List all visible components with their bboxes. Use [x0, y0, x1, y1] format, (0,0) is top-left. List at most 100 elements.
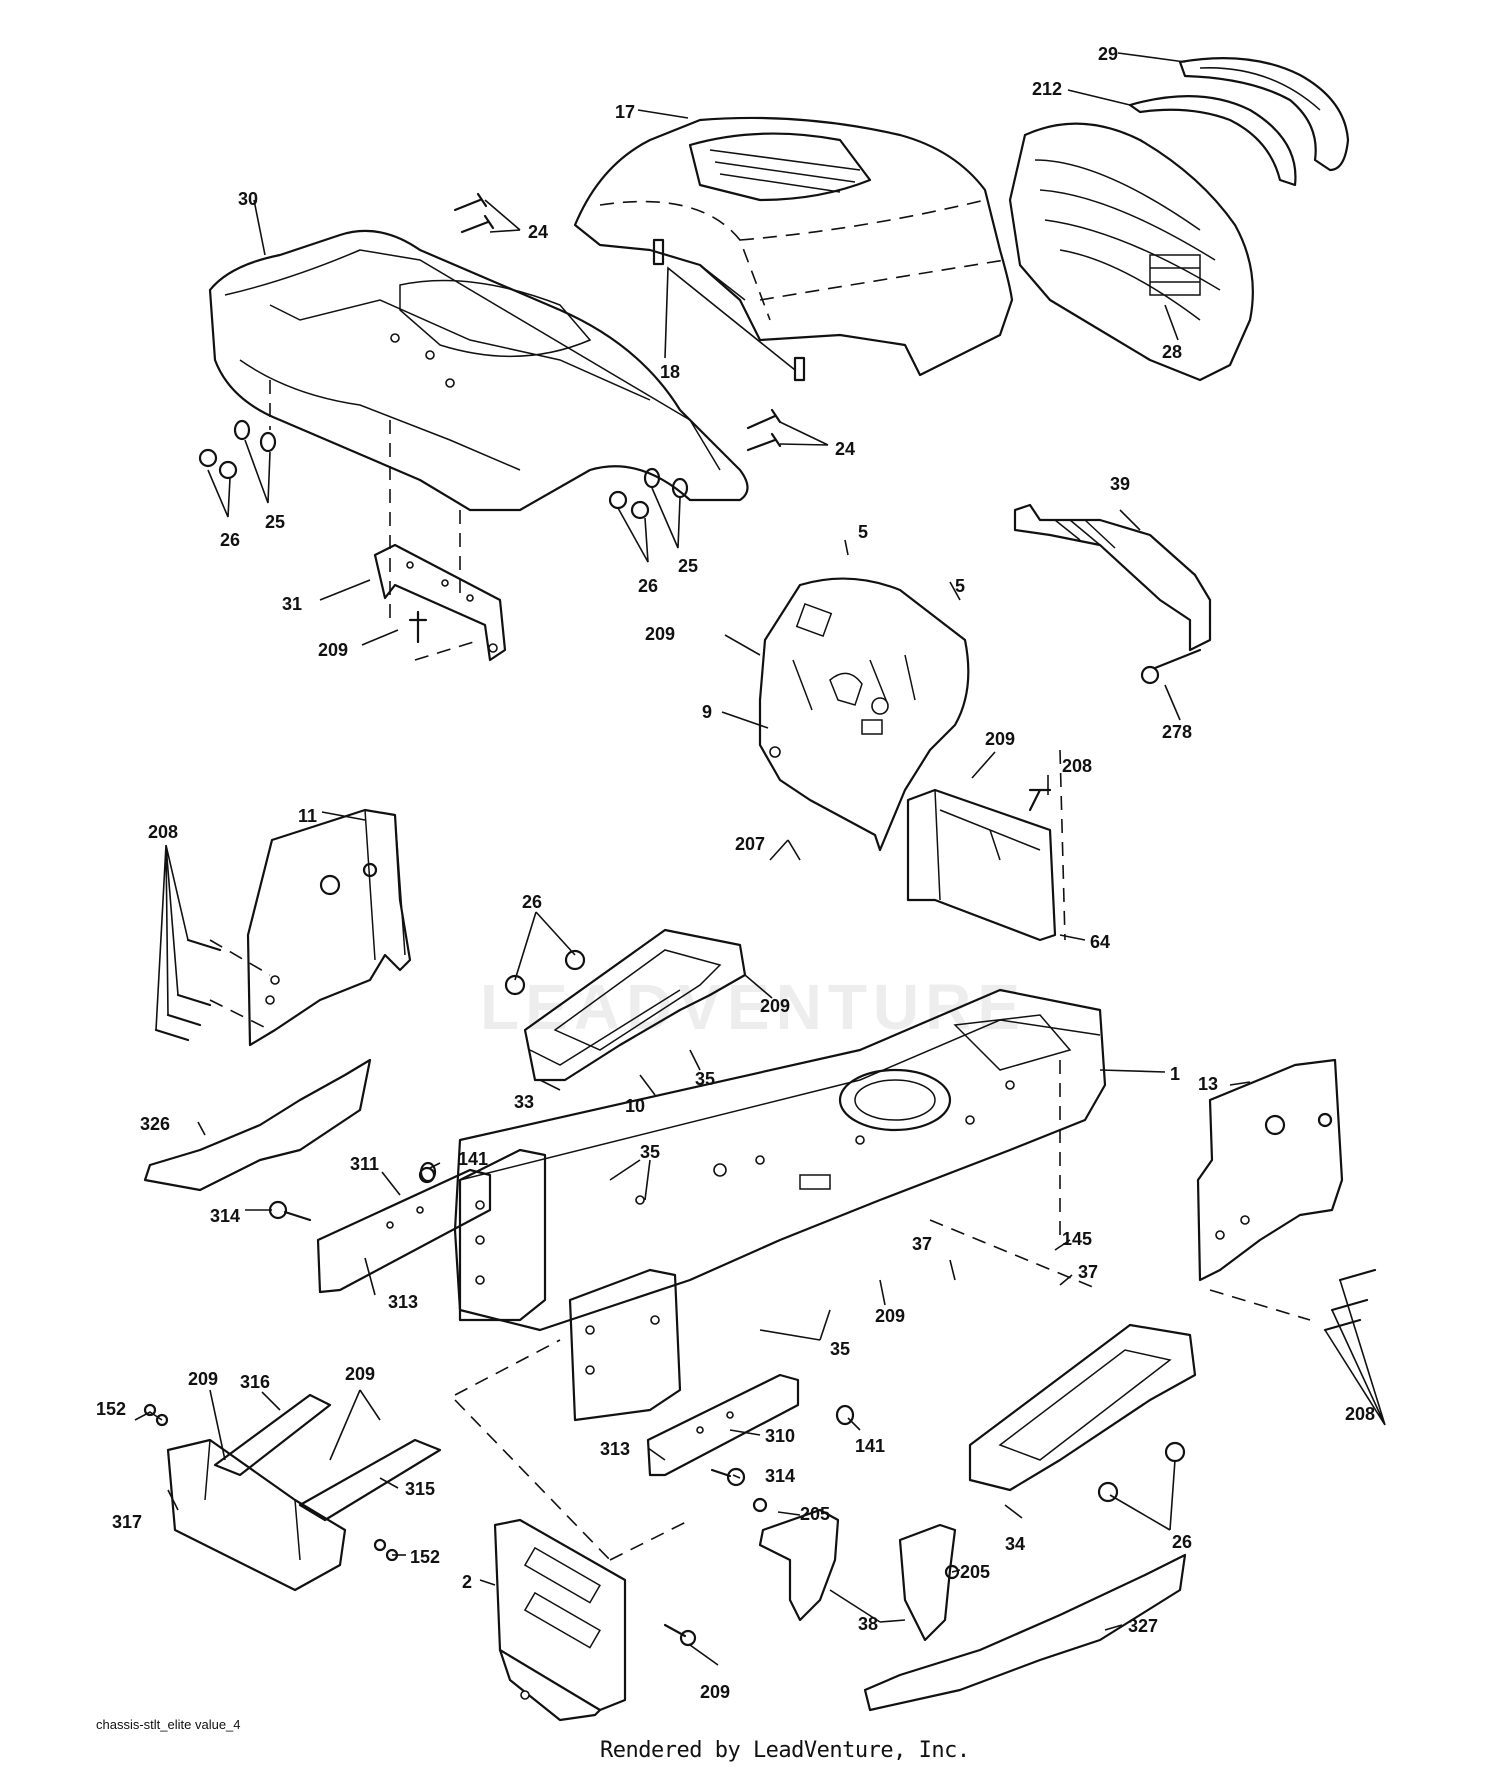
hardware-bolts-208-left[interactable] — [154, 938, 222, 1042]
part-spacer-327[interactable] — [863, 1553, 1187, 1712]
hardware-nuts-washers-26-25-left[interactable] — [198, 419, 277, 480]
hardware-washer-141-lower[interactable] — [835, 1404, 855, 1426]
callout-28: 28 — [1162, 342, 1182, 362]
callout-208-right: 208 — [1345, 1404, 1375, 1424]
callout-314-lower: 314 — [765, 1466, 795, 1486]
callout-152-upper: 152 — [96, 1399, 126, 1419]
callout-209-hitch: 209 — [700, 1682, 730, 1702]
callout-26-footrest: 26 — [522, 892, 542, 912]
callout-316: 316 — [240, 1372, 270, 1392]
part-fender-bracket[interactable] — [373, 543, 507, 662]
callout-10: 10 — [625, 1096, 645, 1116]
callout-37-left: 37 — [912, 1234, 932, 1254]
assembly-lines — [209, 380, 1311, 1561]
part-hitch-plate[interactable] — [493, 1518, 627, 1722]
callout-209-dash: 209 — [645, 624, 675, 644]
callout-29: 29 — [1098, 44, 1118, 64]
part-bracket-38-right[interactable] — [898, 1523, 957, 1642]
part-frame-rear-plate-lower[interactable] — [568, 1268, 682, 1422]
callout-35-lower: 35 — [830, 1339, 850, 1359]
part-rear-cover-315[interactable] — [298, 1438, 442, 1522]
part-footrest-right[interactable] — [968, 1323, 1197, 1492]
callout-25-center: 25 — [678, 556, 698, 576]
hardware-nuts-26-right[interactable] — [1097, 1441, 1186, 1503]
drawing-id-label: chassis-stlt_elite value_4 — [96, 1717, 241, 1732]
callout-31: 31 — [282, 594, 302, 614]
callout-209-dash-right: 209 — [985, 729, 1015, 749]
callout-35-footrest: 35 — [695, 1069, 715, 1089]
callout-141-upper: 141 — [458, 1149, 488, 1169]
hardware-bolt-209-hitch[interactable] — [663, 1623, 697, 1647]
callout-5-right: 5 — [955, 576, 965, 596]
callout-5-left: 5 — [858, 522, 868, 542]
part-battery-bracket[interactable] — [906, 788, 1057, 942]
callout-26-center: 26 — [638, 576, 658, 596]
callout-208-left: 208 — [148, 822, 178, 842]
hardware-bolt-314-upper[interactable] — [268, 1200, 312, 1222]
part-panel-311[interactable] — [316, 1166, 492, 1294]
callout-2: 2 — [462, 1572, 472, 1592]
callout-311: 311 — [350, 1154, 379, 1174]
callout-205-right: 205 — [960, 1562, 990, 1582]
callout-38: 38 — [858, 1614, 878, 1634]
hardware-nuts-washers-26-25-right[interactable] — [608, 467, 689, 520]
callout-212: 212 — [1032, 79, 1062, 99]
callout-35-frame: 35 — [640, 1142, 660, 1162]
leader-lines — [134, 52, 1386, 1666]
part-spacer-326[interactable] — [143, 1058, 372, 1192]
callout-152-lower: 152 — [410, 1547, 440, 1567]
part-bracket-39[interactable] — [1013, 503, 1212, 652]
part-rear-tray-317[interactable] — [166, 1438, 347, 1592]
callout-145: 145 — [1062, 1229, 1092, 1249]
callout-13: 13 — [1198, 1074, 1218, 1094]
part-grille[interactable] — [1008, 122, 1254, 382]
callout-207: 207 — [735, 834, 765, 854]
callout-39: 39 — [1110, 474, 1130, 494]
render-credit: Rendered by LeadVenture, Inc. — [600, 1738, 970, 1763]
callout-326: 326 — [140, 1114, 170, 1134]
callout-30: 30 — [238, 189, 258, 209]
callout-34: 34 — [1005, 1534, 1025, 1554]
callout-209-footrest: 209 — [760, 996, 790, 1016]
callout-315: 315 — [405, 1479, 435, 1499]
callout-209-frame: 209 — [875, 1306, 905, 1326]
callout-205-left: 205 — [800, 1504, 830, 1524]
part-fender[interactable] — [208, 229, 749, 512]
callout-313-upper: 313 — [388, 1292, 418, 1312]
part-bracket-38-left[interactable] — [758, 1508, 840, 1622]
hardware-bolts-24-upper[interactable] — [453, 192, 495, 234]
callout-1: 1 — [1170, 1064, 1180, 1084]
callout-314-upper: 314 — [210, 1206, 240, 1226]
part-side-panel-right[interactable] — [1196, 1058, 1344, 1282]
part-side-panel-left[interactable] — [246, 808, 412, 1047]
part-panel-310[interactable] — [646, 1373, 800, 1477]
callout-24-lower: 24 — [835, 439, 855, 459]
callout-208-battery: 208 — [1062, 756, 1092, 776]
part-frame-rear-plate-upper[interactable] — [458, 1148, 547, 1322]
hardware-nuts-26-footrest[interactable] — [504, 949, 586, 996]
callout-141-lower: 141 — [855, 1436, 885, 1456]
part-rear-bracket-316[interactable] — [213, 1393, 332, 1477]
watermark-text: LEADVENTURE — [480, 971, 1027, 1043]
part-main-frame[interactable] — [453, 988, 1107, 1332]
part-grille-trim-29[interactable] — [1178, 57, 1350, 172]
callout-33: 33 — [514, 1092, 534, 1112]
callout-11: 11 — [298, 806, 317, 826]
callout-313-lower: 313 — [600, 1439, 630, 1459]
part-footrest-left[interactable] — [523, 928, 747, 1082]
callout-18: 18 — [660, 362, 680, 382]
callout-25-left: 25 — [265, 512, 285, 532]
callout-327: 327 — [1128, 1616, 1158, 1636]
hardware-bolt-314-lower[interactable] — [710, 1467, 746, 1487]
part-hood[interactable] — [573, 116, 1014, 377]
callout-317: 317 — [112, 1512, 142, 1532]
hardware-screw-278[interactable] — [1140, 648, 1202, 685]
callout-209-bracket: 209 — [318, 640, 348, 660]
hardware-washer-141-upper[interactable] — [419, 1161, 437, 1183]
hardware-bolts-208-right[interactable] — [1323, 1268, 1377, 1332]
hardware-bolts-205[interactable] — [752, 1497, 960, 1580]
part-dash-panel[interactable] — [758, 577, 970, 852]
part-grille-trim-212[interactable] — [1128, 95, 1297, 187]
hardware-bolts-24-lower[interactable] — [746, 408, 782, 452]
